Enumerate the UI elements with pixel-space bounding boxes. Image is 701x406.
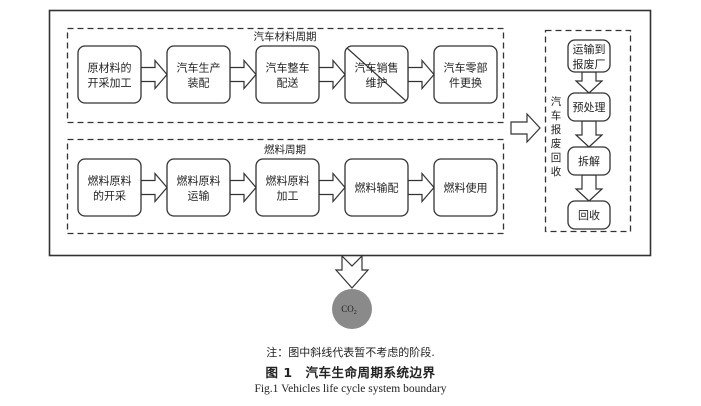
- step-label: 预处理: [573, 101, 606, 114]
- scrap-recycling-title-char: 废: [551, 137, 562, 150]
- scrap-step: 回收: [567, 200, 611, 230]
- co2-label: CO2: [341, 304, 357, 316]
- step-label-line2: 开采加工: [88, 77, 132, 90]
- step-box: [433, 158, 498, 217]
- step-box: [567, 146, 611, 176]
- step-label-line2: 维护: [366, 76, 388, 90]
- flow-arrow: [229, 171, 257, 204]
- step-box: [77, 45, 142, 104]
- scrap-recycling-title-char: 回: [551, 152, 562, 164]
- system-boundary: [48, 9, 652, 257]
- step-label-line1: 燃料原料: [88, 174, 132, 188]
- step-label-line2: 加工: [277, 190, 299, 203]
- step-label-line1: 汽车整车: [266, 61, 310, 75]
- scrap-recycling-group: [544, 29, 632, 233]
- flow-arrow: [140, 171, 168, 204]
- step-label-line1: 运输到: [573, 42, 606, 56]
- step-box: [255, 158, 320, 217]
- flow-arrow: [318, 58, 346, 91]
- step-label-line2: 运输: [188, 189, 210, 203]
- step-label: 回收: [578, 208, 600, 222]
- flow-arrow: [318, 171, 346, 204]
- flow-arrow-down: [574, 71, 604, 94]
- step-label: 燃料使用: [444, 181, 488, 195]
- step-box: [567, 39, 611, 73]
- flow-arrow: [140, 58, 168, 91]
- scrap-recycling-title-char: 汽: [551, 95, 562, 108]
- flow-arrow: [229, 58, 257, 91]
- step-box: [567, 92, 611, 122]
- step-box: [567, 200, 611, 230]
- step-label-line1: 汽车生产: [177, 61, 221, 75]
- step-label-line1: 原材料的: [88, 61, 132, 75]
- step-label-line1: 燃料原料: [177, 174, 221, 188]
- step-label-line2: 报废厂: [573, 57, 606, 71]
- co2-emission: [332, 289, 372, 329]
- diagram-note: 注：图中斜线代表暂不考虑的阶段.: [266, 346, 435, 359]
- step-label-line1: 汽车销售: [355, 61, 399, 75]
- fuel-step: 燃料使用: [433, 158, 498, 217]
- flow-arrow: [407, 58, 435, 91]
- step-label: 燃料输配: [355, 181, 399, 195]
- step-label-line1: 燃料原料: [266, 174, 310, 188]
- step-label-line2: 装配: [188, 77, 210, 90]
- figure-title-en: Fig.1 Vehicles life cycle system boundar…: [254, 383, 447, 395]
- flow-arrow: [407, 171, 435, 204]
- scrap-step: 预处理: [567, 92, 611, 122]
- to-scrap-arrow: [510, 112, 541, 144]
- step-box: [344, 158, 409, 217]
- step-box: [77, 158, 142, 217]
- excluded-slash: [346, 47, 407, 102]
- vehicle-material-cycle-group: [66, 27, 505, 124]
- flow-arrow-down: [574, 120, 604, 148]
- scrap-recycling-title-char: 车: [551, 109, 562, 122]
- emission-arrow: [334, 254, 370, 289]
- scrap-step: 拆解: [567, 146, 611, 176]
- step-box: [166, 158, 231, 217]
- step-label-line1: 汽车零部: [444, 61, 488, 75]
- scrap-recycling-title-char: 收: [551, 165, 562, 178]
- step-label-line2: 的开采: [93, 189, 126, 203]
- flow-arrow-down: [574, 174, 604, 202]
- step-box: [166, 45, 231, 104]
- step-box: [255, 45, 320, 104]
- fuel-cycle-title: 燃料周期: [264, 143, 306, 156]
- fuel-step: 燃料输配: [344, 158, 409, 217]
- step-label-line2: 配送: [277, 76, 299, 90]
- scrap-recycling-title-char: 报: [551, 123, 562, 136]
- step-label-line2: 件更换: [449, 76, 482, 90]
- life-cycle-diagram: 汽车材料周期 原材料的开采加工汽车生产装配汽车整车配送汽车销售维护汽车零部件更换…: [48, 9, 652, 329]
- step-box: [433, 45, 498, 104]
- fuel-cycle-group: [66, 138, 505, 235]
- step-label: 拆解: [578, 154, 600, 168]
- vehicle-material-cycle-title: 汽车材料周期: [254, 30, 317, 43]
- figure-title-cn: 图 1 汽车生命周期系统边界: [265, 365, 436, 380]
